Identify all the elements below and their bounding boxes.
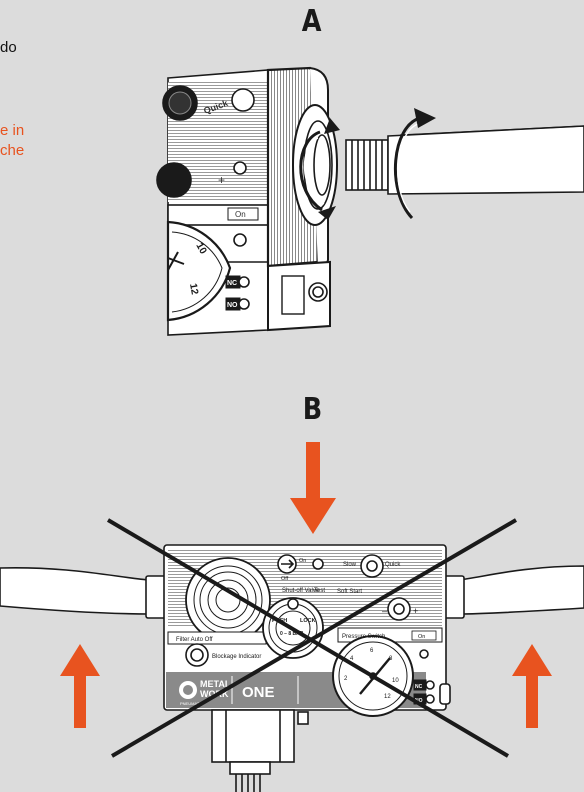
device-b-shutoff-label: Shut-off Valve: [282, 588, 320, 594]
figure-label-b: B: [302, 392, 323, 427]
device-a-adjust-knob: [156, 162, 192, 198]
device-b-bar-range-label: 0 – 8 BAR: [280, 631, 304, 637]
cross-out-line-2: [110, 518, 518, 758]
device-b-minus-label: –: [382, 606, 387, 616]
device-b-nc-label: NC: [415, 684, 423, 690]
device-a-on-label: On: [235, 210, 246, 219]
device-a-hose: [387, 125, 584, 195]
figure-label-a: A: [301, 4, 322, 39]
instruction-text-fragment: do: [0, 39, 17, 56]
cross-out-line-1: [106, 518, 510, 758]
device-a-button-mid: [233, 161, 247, 175]
device-a-led: [233, 233, 247, 247]
device-a-plus-label: +: [218, 173, 225, 187]
device-b-blockage-label: Blockage Indicator: [212, 654, 261, 660]
device-b-illustration: [163, 544, 451, 792]
device-a-dial-10: 10: [193, 241, 208, 257]
device-b-test-button: [312, 558, 324, 570]
brand-logo-sub: PNEUMATIC: [180, 701, 203, 706]
device-a-dial-12: 12: [187, 283, 200, 296]
warning-text-line-1: e in: [0, 122, 25, 139]
device-b-quick-label: Quick: [385, 562, 401, 568]
device-a-rotation-arrow-nut: [299, 130, 323, 212]
device-b-gauge-2: 2: [344, 676, 348, 682]
device-b-softstart-label: Soft Start: [337, 589, 362, 595]
device-b-gauge-6: 6: [370, 648, 374, 654]
device-b-on-valve-label: On: [299, 558, 306, 564]
device-a-illustration: [156, 66, 584, 336]
warning-text-line-2: che: [0, 142, 25, 159]
device-b-on-label: On: [418, 634, 425, 640]
device-b-gauge-4: 4: [350, 656, 354, 662]
arrow-up-orange-left: [60, 644, 100, 728]
device-b-test-label: Test: [314, 588, 325, 594]
device-b-no-label: NO: [415, 698, 423, 704]
device-b-hose-left: [0, 566, 167, 619]
arrow-up-orange-right: [512, 644, 552, 728]
device-a-gauge: [166, 220, 232, 322]
brand-logo-line1: METAL: [200, 679, 231, 689]
arrow-down-orange: [290, 442, 336, 534]
device-a-hose-fitting: [345, 139, 389, 191]
device-b-lock-label: LOCK: [300, 618, 316, 624]
device-a-button-top: [231, 88, 255, 112]
device-a-no-label: NO: [227, 302, 238, 309]
device-b-slow-label: Slow: [343, 562, 357, 568]
device-b-hose-right: [443, 565, 584, 619]
device-b-pressure-switch-label: Pressure Switch: [342, 634, 385, 640]
device-b-off-valve-label: Off: [281, 576, 289, 582]
device-b-filter-auto-off-label: Filter Auto Off: [176, 637, 213, 643]
device-a-rotation-arrow-hose: [393, 116, 421, 220]
device-b-gauge-12: 12: [384, 694, 391, 700]
product-logo: ONE: [242, 684, 275, 701]
device-b-plus-label: +: [413, 606, 418, 616]
device-b-bottom-module: [211, 709, 295, 763]
device-b-gauge-10: 10: [392, 678, 399, 684]
device-b-gauge-8: 8: [389, 656, 393, 662]
device-a-nc-label: NC: [227, 280, 237, 287]
